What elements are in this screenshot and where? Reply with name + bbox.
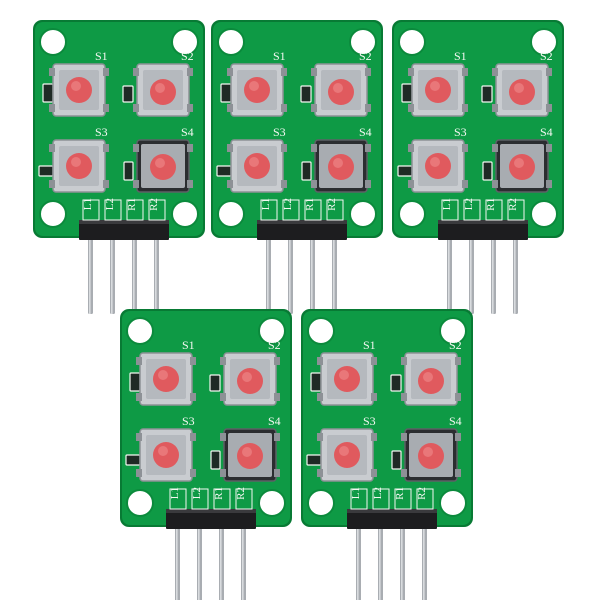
pcb-board	[119, 308, 293, 600]
pcb-board	[210, 19, 384, 315]
switch-label: S2	[449, 338, 462, 352]
switch-label: S2	[181, 49, 194, 63]
pin-label: R1	[485, 198, 497, 211]
pin-label: L1	[350, 487, 362, 499]
switch-label: S3	[182, 414, 195, 428]
pin-label: R1	[394, 487, 406, 500]
switch-label: S3	[454, 125, 467, 139]
pin-label: L2	[191, 487, 203, 499]
pcb-board	[391, 19, 565, 315]
pin-label: R1	[213, 487, 225, 500]
pcb-board	[32, 19, 206, 315]
pin-label: L1	[260, 198, 272, 210]
pcb-board	[300, 308, 474, 600]
pin-label: R1	[126, 198, 138, 211]
switch-label: S2	[359, 49, 372, 63]
pin-label: R2	[148, 198, 160, 211]
pin-label: L2	[104, 198, 116, 210]
switch-label: S1	[182, 338, 195, 352]
switch-label: S1	[273, 49, 286, 63]
switch-label: S1	[454, 49, 467, 63]
pin-label: R2	[507, 198, 519, 211]
switch-label: S3	[363, 414, 376, 428]
pin-label: R2	[235, 487, 247, 500]
switch-label: S3	[273, 125, 286, 139]
pin-label: L1	[169, 487, 181, 499]
switch-label: S4	[181, 125, 194, 139]
switch-label: S4	[359, 125, 372, 139]
switch-label: S1	[95, 49, 108, 63]
switch-label: S1	[363, 338, 376, 352]
switch-label: S3	[95, 125, 108, 139]
pin-label: L2	[372, 487, 384, 499]
pin-label: L1	[441, 198, 453, 210]
pin-label: R1	[304, 198, 316, 211]
switch-label: S2	[268, 338, 281, 352]
pin-label: L1	[82, 198, 94, 210]
pin-label: L2	[463, 198, 475, 210]
pin-label: L2	[282, 198, 294, 210]
pin-label: R2	[416, 487, 428, 500]
switch-label: S4	[449, 414, 462, 428]
switch-label: S4	[540, 125, 553, 139]
switch-label: S4	[268, 414, 281, 428]
switch-label: S2	[540, 49, 553, 63]
pin-label: R2	[326, 198, 338, 211]
